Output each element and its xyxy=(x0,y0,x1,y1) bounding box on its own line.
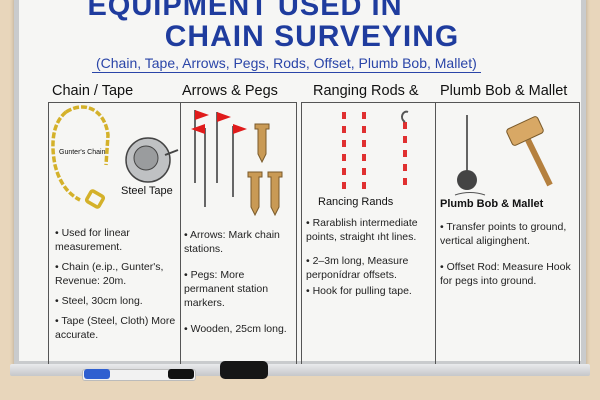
bullet: • Offset Rod: Measure Hook for pegs into… xyxy=(440,261,571,287)
bullet: • Transfer points to ground, vertical al… xyxy=(440,221,567,247)
bullet: • Hook for pulling tape. xyxy=(306,285,412,297)
header-plumb-bob: Plumb Bob & Mallet xyxy=(440,83,568,99)
arrows-icon xyxy=(191,110,247,207)
header-ranging-rods: Ranging Rods & xyxy=(313,83,419,99)
rods-bullets: • Rarablish intermediate points, straigh… xyxy=(306,216,434,304)
plumb-bob-icon xyxy=(454,115,486,196)
column-divider xyxy=(435,102,436,368)
arrows-bullets: • Arrows: Mark chain stations. • Pegs: M… xyxy=(184,228,296,342)
gunters-chain-icon xyxy=(51,105,110,209)
pegs-icon xyxy=(247,123,283,217)
chain-label: Gunter's Chain xyxy=(59,149,106,156)
ranging-rods-label: Rancing Rands xyxy=(318,196,394,208)
steel-tape-icon xyxy=(125,137,179,183)
bullet: • 2–3m long, Measure perponídrar offsets… xyxy=(306,255,409,281)
header-chain-tape: Chain / Tape xyxy=(52,83,134,99)
title-line-2: CHAIN SURVEYING xyxy=(164,20,460,53)
marker-cap xyxy=(84,369,110,379)
ranging-rods-icon xyxy=(342,110,409,190)
bullet: • Pegs: More permanent station markers. xyxy=(184,269,269,309)
bullet: • Chain (e.ip., Gunter's, Revenue: 20m. xyxy=(55,261,164,287)
eraser[interactable] xyxy=(220,361,268,379)
plumb-bullets: • Transfer points to ground, vertical al… xyxy=(440,220,578,294)
whiteboard xyxy=(14,0,586,366)
bullet: • Wooden, 25cm long. xyxy=(184,323,287,335)
title-line-1: EQUIPMENT USED IN xyxy=(87,0,403,22)
plumb-bob-label: Plumb Bob & Mallet xyxy=(440,198,544,210)
steel-tape-label: Steel Tape xyxy=(121,185,173,197)
bullet: • Rarablish intermediate points, straigh… xyxy=(306,217,418,243)
bullet: • Steel, 30cm long. xyxy=(55,295,143,307)
column-divider xyxy=(180,102,181,368)
marker-tip xyxy=(168,369,194,379)
marker[interactable] xyxy=(82,369,196,381)
bullet: • Used for linear measurement. xyxy=(55,227,130,253)
chain-bullets: • Used for linear measurement. • Chain (… xyxy=(55,226,177,348)
bullet: • Tape (Steel, Cloth) More accurate. xyxy=(55,315,176,341)
subtitle: (Chain, Tape, Arrows, Pegs, Rods, Offset… xyxy=(92,55,481,73)
mallet-icon xyxy=(506,116,553,187)
header-arrows-pegs: Arrows & Pegs xyxy=(182,83,278,99)
bullet: • Arrows: Mark chain stations. xyxy=(184,229,280,255)
